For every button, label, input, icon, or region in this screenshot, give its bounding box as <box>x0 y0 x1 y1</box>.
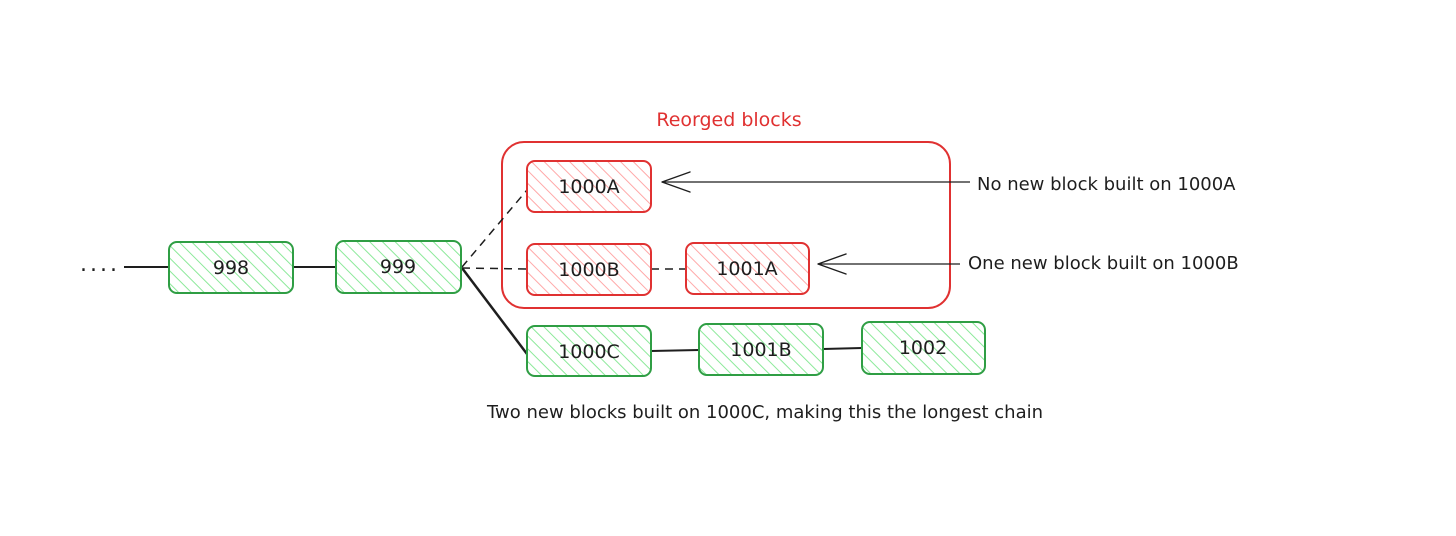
note-1000c: Two new blocks built on 1000C, making th… <box>486 402 1043 423</box>
block-1001b-label: 1001B <box>730 339 791 361</box>
block-999-label: 999 <box>380 256 416 278</box>
block-999: 999 <box>335 240 462 294</box>
block-1001a: 1001A <box>685 242 810 295</box>
connector-1000c-1001b <box>650 349 700 352</box>
block-998: 998 <box>168 241 294 294</box>
note-1000a: No new block built on 1000A <box>977 174 1236 195</box>
connector-999-1000a <box>461 189 528 268</box>
block-1000c: 1000C <box>526 325 652 377</box>
block-1000b: 1000B <box>526 243 652 296</box>
block-1001a-label: 1001A <box>716 258 777 280</box>
connector-1001b-1002 <box>822 347 863 350</box>
block-1000a: 1000A <box>526 160 652 213</box>
connector-999-1000b <box>461 267 528 270</box>
connector-999-1000c <box>461 267 528 355</box>
note-1000b: One new block built on 1000B <box>968 253 1239 274</box>
block-1000a-label: 1000A <box>558 176 619 198</box>
block-1000c-label: 1000C <box>558 341 620 363</box>
arrow-to-1001a <box>817 253 960 275</box>
block-998-label: 998 <box>213 257 249 279</box>
block-1001b: 1001B <box>698 323 824 376</box>
arrow-to-1000a <box>661 171 970 193</box>
block-1002: 1002 <box>861 321 986 375</box>
reorged-group-title: Reorged blocks <box>656 109 801 131</box>
chain-ellipsis: .... <box>80 252 120 277</box>
reorged-group-box <box>501 141 951 309</box>
block-1000b-label: 1000B <box>558 259 619 281</box>
block-1002-label: 1002 <box>899 337 947 359</box>
